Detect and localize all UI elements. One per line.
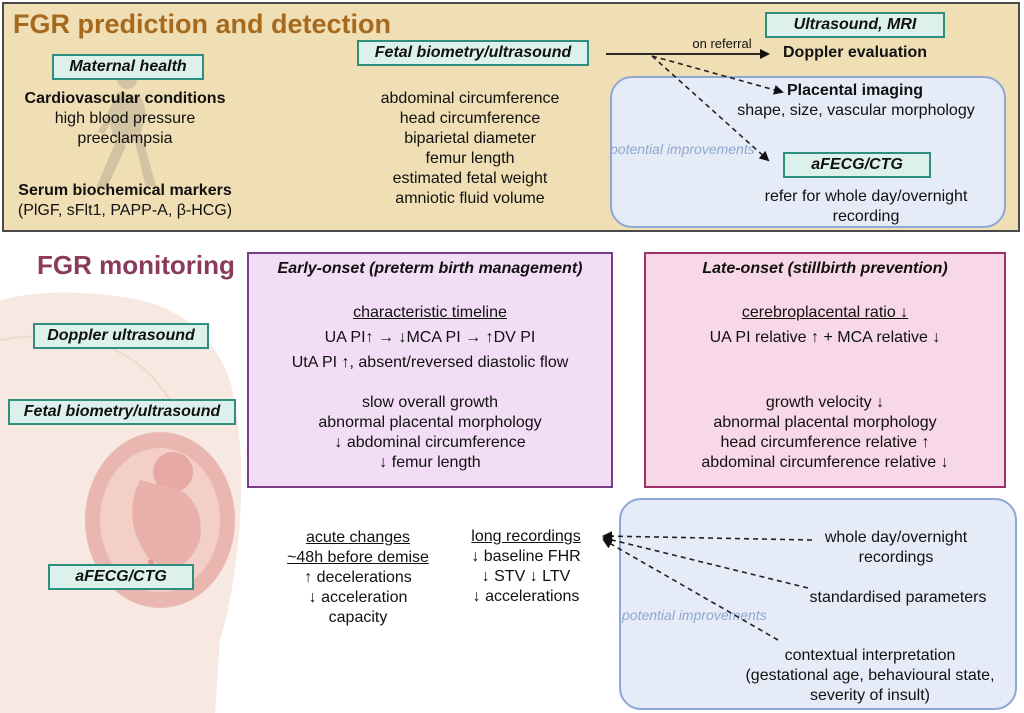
prediction-title: FGR prediction and detection — [13, 9, 392, 39]
acute-heading: ~48h before demise — [287, 549, 429, 566]
contextual-line: severity of insult) — [809, 687, 931, 704]
contextual-line: contextual interpretation — [784, 647, 956, 664]
acute-heading: acute changes — [305, 529, 411, 546]
standardised-parameters: standardised parameters — [809, 589, 987, 606]
late-growth-line: abdominal circumference relative ↓ — [701, 454, 949, 471]
afecg-tag-monitoring: aFECG/CTG — [48, 564, 194, 590]
doppler-ultrasound-tag: Doppler ultrasound — [33, 323, 209, 349]
long-heading: long recordings — [471, 528, 581, 545]
late-growth-line: abnormal placental morphology — [713, 414, 937, 431]
late-onset-title: Late-onset (stillbirth prevention) — [702, 260, 948, 277]
ratio-heading: cerebroplacental ratio ↓ — [741, 304, 909, 321]
fetal-biometry-tag: Fetal biometry/ultrasound — [357, 40, 589, 66]
long-line: ↓ accelerations — [472, 588, 580, 605]
maternal-health-tag: Maternal health — [52, 54, 204, 80]
afecg-detail: recording — [832, 208, 900, 225]
acute-line: capacity — [328, 609, 388, 626]
improvements-label-bottom: potential improvements — [622, 607, 767, 623]
cardio-item: high blood pressure — [54, 110, 196, 127]
late-growth-line: growth velocity ↓ — [765, 394, 885, 411]
timeline-line: UtA PI ↑, absent/reversed diastolic flow — [291, 354, 569, 371]
late-growth-line: head circumference relative ↑ — [720, 434, 930, 451]
late-onset-panel — [644, 252, 1006, 488]
placental-imaging-heading: Placental imaging — [786, 82, 924, 99]
early-growth-line: ↓ femur length — [379, 454, 481, 471]
fetal-biometry-tag-monitoring: Fetal biometry/ultrasound — [8, 399, 236, 425]
whole-day-line: recordings — [858, 549, 934, 566]
long-line: ↓ STV ↓ LTV — [481, 568, 571, 585]
afecg-tag-top: aFECG/CTG — [783, 152, 931, 178]
contextual-line: (gestational age, behavioural state, — [745, 667, 995, 684]
whole-day-line: whole day/overnight — [824, 529, 968, 546]
ratio-line: UA PI relative ↑ + MCA relative ↓ — [709, 329, 941, 346]
biometry-item: biparietal diameter — [404, 130, 536, 147]
long-line: ↓ baseline FHR — [471, 548, 581, 565]
acute-line: ↓ acceleration — [308, 589, 408, 606]
timeline-heading: characteristic timeline — [353, 304, 507, 321]
early-growth-line: abnormal placental morphology — [318, 414, 542, 431]
timeline-line: UA PI↑ → ↓MCA PI → ↑DV PI — [324, 329, 536, 346]
ultrasound-mri-tag: Ultrasound, MRI — [765, 12, 945, 38]
early-onset-panel — [247, 252, 613, 488]
early-growth-line: slow overall growth — [361, 394, 499, 411]
biometry-item: femur length — [425, 150, 515, 167]
monitoring-title: FGR monitoring — [37, 250, 235, 280]
early-growth-line: ↓ abdominal circumference — [334, 434, 526, 451]
serum-items: (PlGF, sFlt1, PAPP-A, β-HCG) — [17, 202, 233, 219]
afecg-detail: refer for whole day/overnight — [764, 188, 968, 205]
placental-imaging-detail: shape, size, vascular morphology — [737, 102, 975, 119]
biometry-item: abdominal circumference — [380, 90, 560, 107]
early-onset-title: Early-onset (preterm birth management) — [277, 260, 583, 277]
on-referral-label: on referral — [692, 36, 752, 51]
cardio-item: preeclampsia — [77, 130, 173, 147]
biometry-item: amniotic fluid volume — [395, 190, 545, 207]
serum-heading: Serum biochemical markers — [18, 182, 232, 199]
biometry-item: estimated fetal weight — [392, 170, 548, 187]
acute-line: ↑ decelerations — [304, 569, 412, 586]
doppler-evaluation: Doppler evaluation — [782, 44, 928, 61]
biometry-item: head circumference — [399, 110, 541, 127]
cardio-heading: Cardiovascular conditions — [24, 90, 226, 107]
improvements-label-top: potential improvements — [610, 141, 755, 157]
